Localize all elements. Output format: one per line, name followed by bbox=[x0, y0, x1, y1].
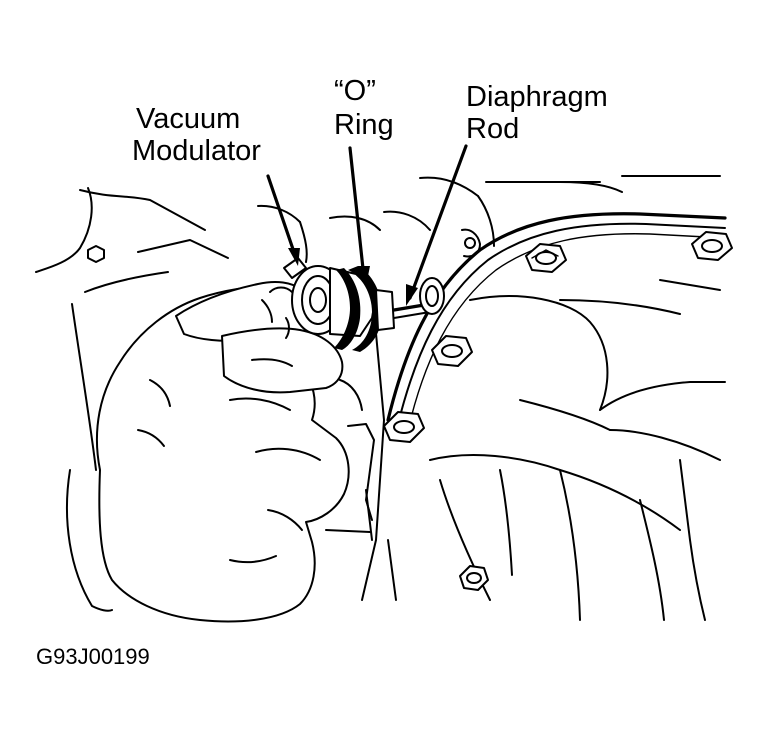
bolt-top-1 bbox=[525, 243, 567, 273]
bolt-middle bbox=[431, 335, 473, 367]
label-diaphragm-line1: Diaphragm bbox=[466, 81, 608, 113]
o-ring bbox=[348, 266, 382, 352]
label-modulator-line2: Modulator bbox=[132, 135, 261, 167]
o-ring-leader bbox=[348, 146, 366, 280]
vacuum-nipple bbox=[283, 257, 307, 279]
bolt-lower bbox=[383, 411, 425, 443]
case-bolt-left bbox=[87, 245, 105, 263]
cover-bolts bbox=[383, 231, 733, 591]
label-o-line1: “O” bbox=[334, 75, 376, 107]
vacuum-modulator-leader bbox=[266, 174, 298, 260]
boss-hole bbox=[464, 237, 476, 249]
hand bbox=[95, 281, 350, 623]
label-ring-line2: Ring bbox=[334, 109, 394, 141]
leader-lines bbox=[266, 144, 468, 306]
side-cover bbox=[386, 212, 727, 621]
case-bore bbox=[419, 277, 445, 315]
bolt-bottom bbox=[459, 565, 489, 591]
vacuum-modulator bbox=[283, 257, 445, 352]
callout-labels: Vacuum Modulator “O” Ring Diaphragm Rod bbox=[132, 75, 608, 167]
label-rod-line2: Rod bbox=[466, 113, 519, 145]
diaphragm-rod-leader bbox=[408, 144, 468, 300]
label-vacuum-line1: Vacuum bbox=[136, 103, 240, 135]
bolt-top-2 bbox=[691, 231, 733, 261]
figure-id: G93J00199 bbox=[36, 644, 150, 669]
